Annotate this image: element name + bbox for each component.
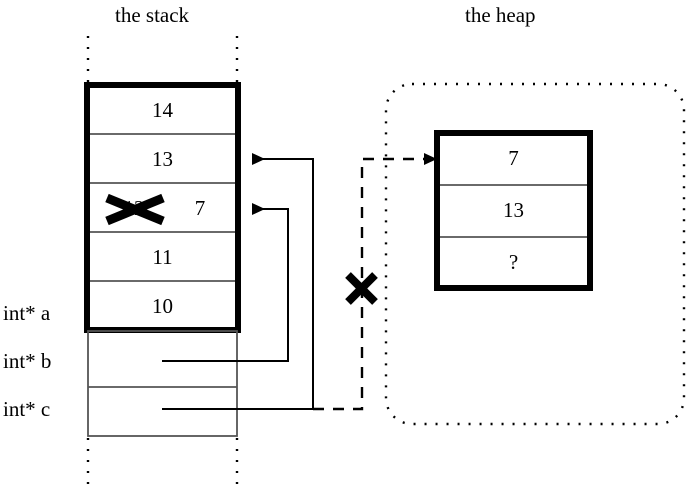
stack-cell-value-4: 10 xyxy=(152,294,173,318)
pointer-rows-frame xyxy=(87,330,238,437)
stack-frame xyxy=(84,82,241,333)
stack-cell-value-2-new: 7 xyxy=(194,196,206,220)
stack-dotted-continuation-top xyxy=(86,36,239,84)
stack-cell-value-0: 14 xyxy=(152,98,173,122)
stack-title: the stack xyxy=(115,3,190,27)
stack-dotted-continuation-bottom xyxy=(86,438,239,486)
struck-value-x-mark xyxy=(105,193,165,226)
heap-row-dividers xyxy=(440,184,587,238)
pointer-label-b: int* b xyxy=(3,349,52,373)
heap-boundary xyxy=(384,82,686,426)
pointer-b-arrow xyxy=(162,203,289,362)
heap-title: the heap xyxy=(465,3,536,27)
stack-cell-value-3: 11 xyxy=(152,245,173,269)
stack-cell-value-1: 13 xyxy=(152,147,173,171)
heap-block-frame xyxy=(434,130,593,291)
heap-cell-value-1: 13 xyxy=(503,198,524,222)
heap-cell-value-2: ? xyxy=(508,250,519,274)
pointer-c-arrow xyxy=(162,153,314,410)
stale-heap-pointer xyxy=(313,153,437,411)
stack-cell-value-2-old: 12 xyxy=(123,196,145,220)
pointer-label-c: int* c xyxy=(3,397,51,421)
stack-row-dividers xyxy=(90,133,235,282)
invalidated-pointer-x-mark xyxy=(345,272,378,305)
heap-cell-value-0: 7 xyxy=(508,146,519,170)
pointer-label-a: int* a xyxy=(3,301,51,325)
